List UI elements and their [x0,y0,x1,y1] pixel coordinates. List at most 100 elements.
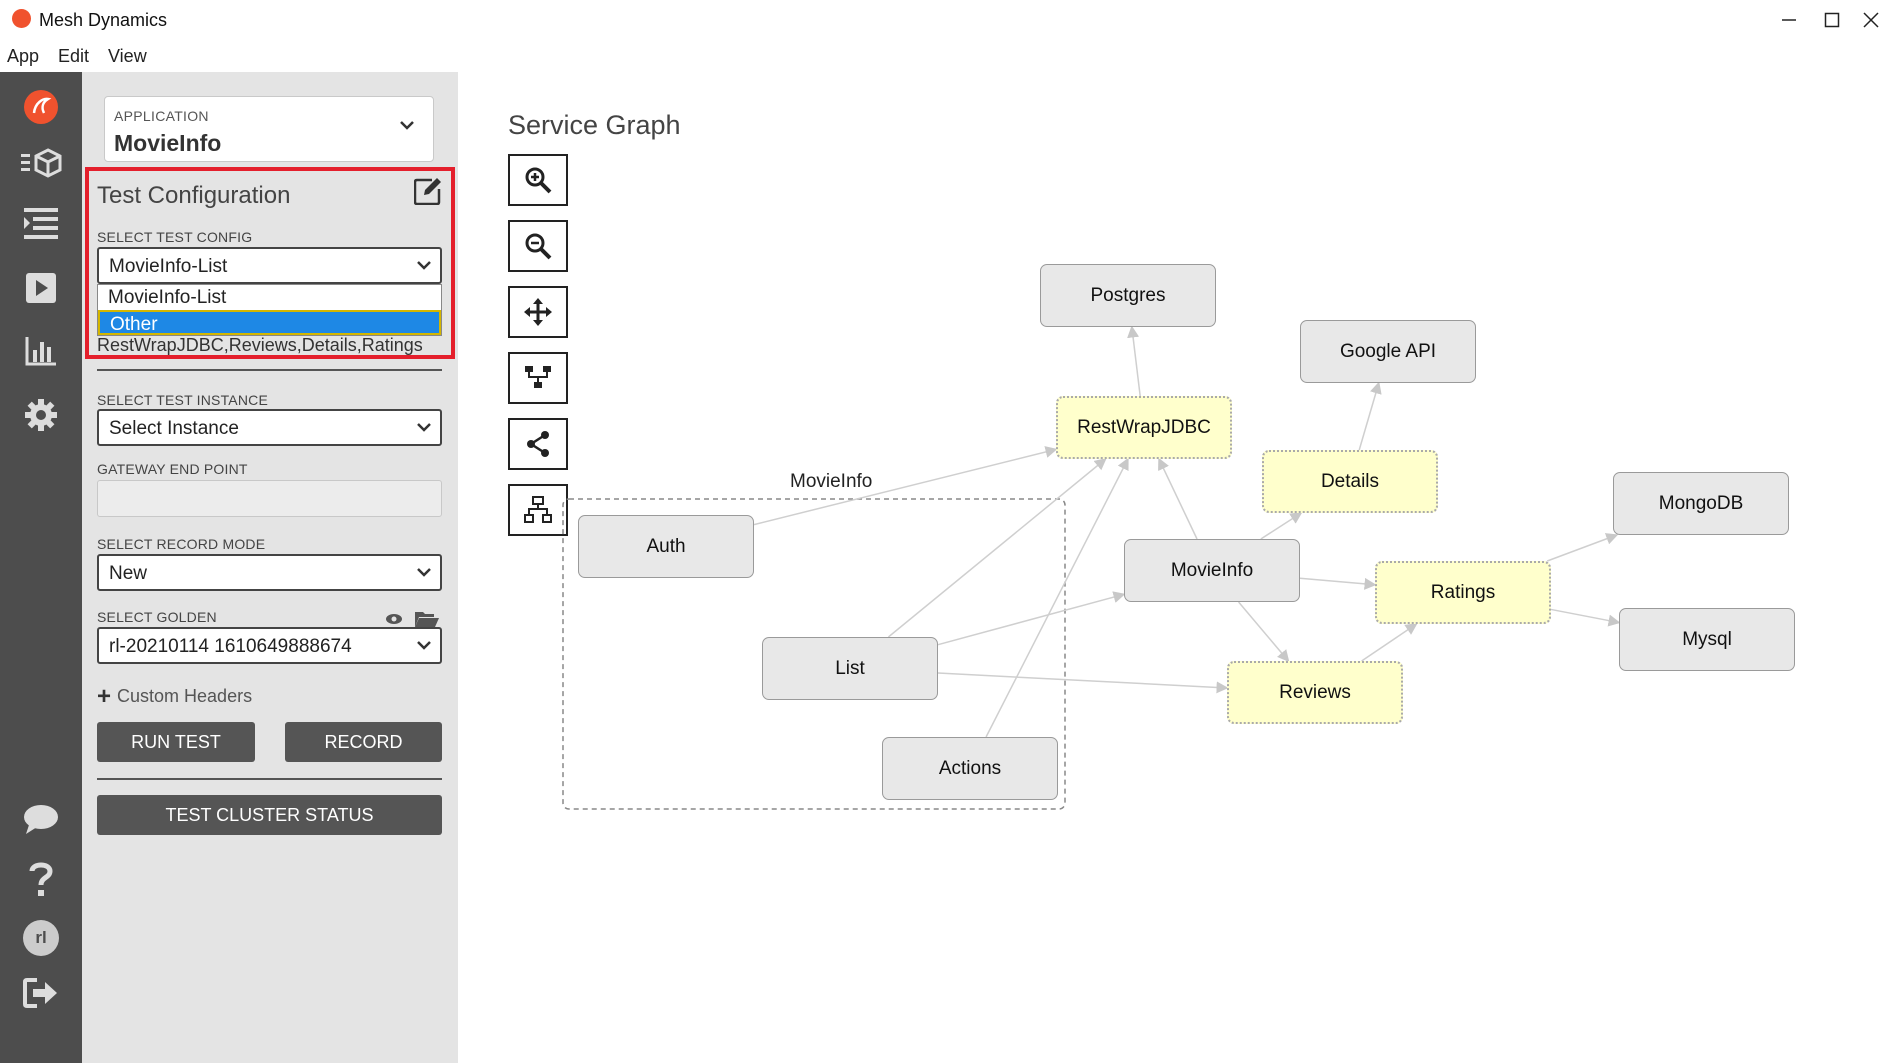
graph-edge-movieinfo-ratings [1299,577,1377,590]
edit-icon[interactable] [414,177,442,205]
graph-node-mysql[interactable]: Mysql [1619,608,1795,671]
menu-edit[interactable]: Edit [58,46,90,66]
move-button[interactable] [508,286,568,338]
graph-edge-ratings-mysql [1550,608,1621,627]
minimize-icon [1782,19,1796,21]
golden-value: rl-20210114 1610649888674 [109,636,352,657]
test-config-select[interactable]: MovieInfo-List [97,247,442,284]
custom-headers-toggle[interactable]: +Custom Headers [97,683,252,711]
zoom-in-icon [525,167,552,194]
select-test-config-label: SELECT TEST CONFIG [97,229,253,245]
dropdown-option-movieinfo-list[interactable]: MovieInfo-List [108,287,227,308]
golden-select[interactable]: rl-20210114 1610649888674 [97,627,442,664]
record-button[interactable]: RECORD [285,722,442,762]
chevron-down-icon [417,641,431,650]
menu-app[interactable]: App [7,46,40,66]
test-config-services: RestWrapJDBC,Reviews,Details,Ratings [97,335,423,355]
zoom-in-button[interactable] [508,154,568,206]
share-button[interactable] [508,418,568,470]
gateway-input[interactable] [97,480,442,517]
test-instance-select[interactable]: Select Instance [97,409,442,446]
plus-icon: + [97,683,112,710]
graph-edge-list-reviews [937,672,1229,694]
share-icon [527,431,549,457]
logout-icon[interactable] [20,972,62,1014]
graph-edge-movieinfo-reviews [1238,601,1290,663]
highlight-box [85,167,455,359]
menu-bar: App Edit View [0,41,1894,72]
graph-edge-list-movieinfo [937,591,1126,646]
close-button[interactable] [1849,4,1893,36]
graph-node-list[interactable]: List [762,637,938,700]
graph-node-postgres[interactable]: Postgres [1040,264,1216,327]
gear-icon[interactable] [20,394,62,436]
divider [97,778,442,780]
select-golden-label: SELECT GOLDEN [97,609,217,625]
title-bar: Mesh Dynamics [0,0,1894,41]
graph-node-mongodb[interactable]: MongoDB [1613,472,1789,535]
page-title: Service Graph [508,110,681,140]
app-logo-icon [12,9,31,28]
avatar[interactable]: rl [20,917,62,959]
zoom-out-button[interactable] [508,220,568,272]
graph-node-movieinfo[interactable]: MovieInfo [1124,539,1300,602]
hierarchy-layout-button[interactable] [508,352,568,404]
record-mode-select[interactable]: New [97,554,442,591]
graph-node-google[interactable]: Google API [1300,320,1476,383]
zoom-out-icon [525,233,552,260]
chat-icon[interactable] [20,798,62,840]
chevron-down-icon [417,568,431,577]
select-record-mode-label: SELECT RECORD MODE [97,536,266,552]
move-icon [524,298,552,326]
graph-edge-movieinfo-restwrap [1158,457,1198,540]
folder-open-icon[interactable] [414,610,440,628]
test-config-value: MovieInfo-List [109,256,228,277]
test-config-panel: APPLICATION MovieInfo Test Configuration… [82,72,458,1063]
play-icon[interactable] [20,267,62,309]
logo-icon[interactable] [20,86,62,128]
graph-node-actions[interactable]: Actions [882,737,1058,800]
application-value: MovieInfo [114,130,222,156]
graph-node-details[interactable]: Details [1262,450,1438,513]
maximize-button[interactable] [1810,4,1854,36]
divider [97,369,442,371]
graph-edge-list-restwrap [887,458,1107,638]
chevron-down-icon [417,261,431,270]
test-instance-value: Select Instance [109,418,239,439]
eye-icon[interactable] [385,613,403,625]
sitemap-layout-button[interactable] [508,484,568,536]
menu-view[interactable]: View [108,46,147,66]
application-label: APPLICATION [114,108,209,124]
hierarchy-icon [525,366,551,388]
graph-edge-ratings-mongodb [1546,533,1619,562]
test-cluster-status-button[interactable]: TEST CLUSTER STATUS [97,795,442,835]
graph-node-reviews[interactable]: Reviews [1227,661,1403,724]
test-config-dropdown: MovieInfo-List Other [97,284,442,336]
graph-edge-actions-restwrap [985,457,1129,738]
graph-edge-movieinfo-details [1260,512,1303,540]
group-label-movieinfo: MovieInfo [790,471,873,492]
test-config-title: Test Configuration [97,182,291,209]
graph-node-restwrap[interactable]: RestWrapJDBC [1056,396,1232,459]
avatar-initials: rl [23,920,59,956]
window-title: Mesh Dynamics [39,10,168,30]
dropdown-option-other[interactable]: Other [98,310,441,335]
chart-icon[interactable] [20,330,62,372]
maximize-icon [1824,12,1840,28]
chevron-down-icon [417,423,431,432]
gateway-label: GATEWAY END POINT [97,461,248,477]
nav-rail: rl [0,72,82,1063]
close-icon [1863,12,1879,28]
help-icon[interactable] [20,858,62,900]
run-test-button[interactable]: RUN TEST [97,722,255,762]
application-select[interactable]: APPLICATION MovieInfo [104,96,434,162]
graph-node-auth[interactable]: Auth [578,515,754,578]
graph-edge-restwrap-postgres [1127,325,1141,397]
graph-node-ratings[interactable]: Ratings [1375,561,1551,624]
graph-edge-details-google [1358,381,1382,451]
list-icon[interactable] [20,202,62,244]
services-cube-icon[interactable] [20,142,62,184]
custom-headers-label: Custom Headers [117,686,253,706]
sitemap-icon [524,496,552,523]
minimize-button[interactable] [1767,4,1811,36]
